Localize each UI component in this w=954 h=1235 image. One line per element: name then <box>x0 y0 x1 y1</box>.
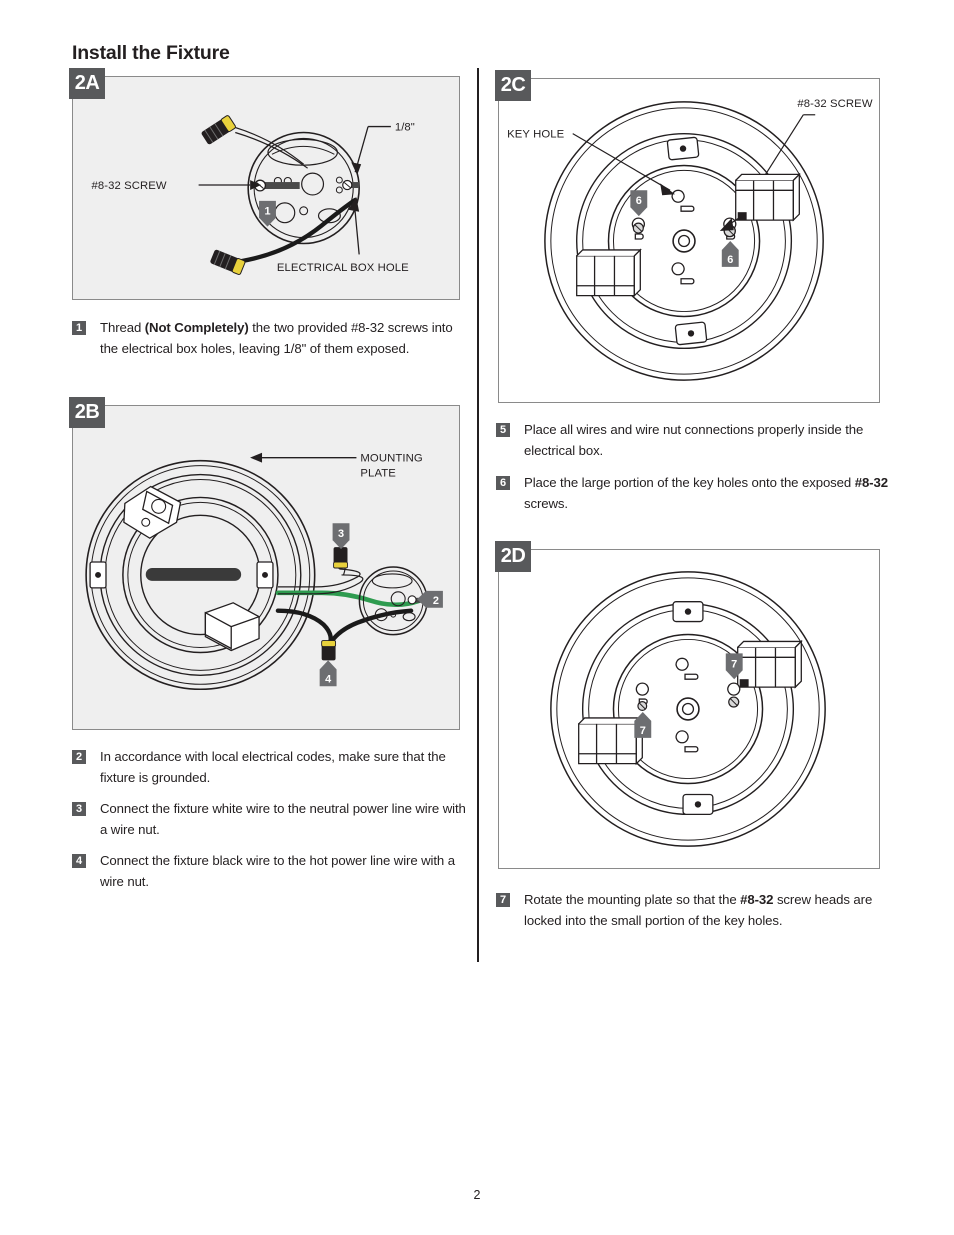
wire-nut-black-2b <box>321 640 337 661</box>
label-box-hole-2a: ELECTRICAL BOX HOLE <box>277 262 409 274</box>
step-5-number: 5 <box>496 423 510 437</box>
step-4: 4 Connect the fixture black wire to the … <box>72 851 467 892</box>
keyhole-screw-left <box>631 217 645 240</box>
wire-nut-black <box>210 249 246 275</box>
callout-4: 4 <box>319 660 337 687</box>
page-number: 2 <box>473 1188 481 1202</box>
step-3-number: 3 <box>72 802 86 816</box>
step-6: 6 Place the large portion of the key hol… <box>496 473 888 514</box>
step-2-number: 2 <box>72 750 86 764</box>
step-5-text: Place all wires and wire nut connections… <box>524 422 864 458</box>
step-7-number: 7 <box>496 893 510 907</box>
panel-2c-diagram: KEY HOLE #8-32 SCREW 6 6 <box>507 98 873 381</box>
svg-text:6: 6 <box>636 195 642 207</box>
callout-2: 2 <box>417 590 443 608</box>
svg-text:7: 7 <box>640 725 646 737</box>
step-1-text: Thread (Not Completely) the two provided… <box>100 320 453 356</box>
keyhole-locked-right <box>727 682 741 708</box>
step-7-text: Rotate the mounting plate so that the #8… <box>524 892 873 928</box>
wire-nut-white <box>201 115 236 145</box>
step-1: 1 Thread (Not Completely) the two provid… <box>72 318 462 359</box>
label-mounting-plate-line2: PLATE <box>360 468 396 480</box>
panel-2a-diagram: #8-32 SCREW 1/8" ELECTRICAL BOX HOLE 1 <box>92 115 415 275</box>
label-screw-2c: #8-32 SCREW <box>797 98 872 110</box>
step-3: 3 Connect the fixture white wire to the … <box>72 799 467 840</box>
label-gap-2a: 1/8" <box>395 122 415 134</box>
svg-text:3: 3 <box>338 528 344 540</box>
step-2: 2 In accordance with local electrical co… <box>72 747 467 788</box>
callout-6-left: 6 <box>630 190 648 217</box>
step-7: 7 Rotate the mounting plate so that the … <box>496 890 888 931</box>
panel-2b: 2B <box>69 397 460 730</box>
callout-6-right: 6 <box>721 240 739 267</box>
screw-left <box>254 179 300 192</box>
svg-text:2: 2 <box>433 595 439 607</box>
callout-1: 1 <box>259 200 276 227</box>
panel-2d-diagram: 7 7 <box>550 571 826 847</box>
panel-2a-badge: 2A <box>69 68 105 99</box>
column-divider <box>477 68 479 962</box>
step-4-number: 4 <box>72 854 86 868</box>
svg-text:7: 7 <box>731 658 737 670</box>
wire-nut-white-2b <box>333 547 348 569</box>
step-1-number: 1 <box>72 321 86 335</box>
svg-text:4: 4 <box>325 673 332 685</box>
step-3-text: Connect the fixture white wire to the ne… <box>100 801 466 837</box>
panel-2b-diagram: MOUNTING PLATE 3 2 4 <box>85 453 443 691</box>
page-title: Install the Fixture <box>72 42 230 64</box>
callout-3: 3 <box>332 523 350 550</box>
panel-2d: 2D <box>495 541 880 869</box>
label-key-hole-2c: KEY HOLE <box>507 129 565 141</box>
panel-2b-badge: 2B <box>69 397 105 428</box>
panel-2c-badge: 2C <box>495 70 531 101</box>
step-5: 5 Place all wires and wire nut connectio… <box>496 420 888 461</box>
label-screw-2a: #8-32 SCREW <box>92 180 167 192</box>
label-mounting-plate-line1: MOUNTING <box>360 453 422 465</box>
step-4-text: Connect the fixture black wire to the ho… <box>100 853 455 889</box>
keyhole-locked-left <box>635 682 649 711</box>
panel-2a: 2A <box>69 68 460 300</box>
panel-2c: 2C <box>495 70 880 403</box>
callout-7-left: 7 <box>634 711 652 738</box>
callout-7-right: 7 <box>725 653 743 680</box>
screw-right <box>342 179 360 191</box>
svg-text:6: 6 <box>727 254 733 266</box>
step-2-text: In accordance with local electrical code… <box>100 749 446 785</box>
step-6-number: 6 <box>496 476 510 490</box>
panel-2d-badge: 2D <box>495 541 531 572</box>
svg-text:1: 1 <box>264 206 270 218</box>
step-6-text: Place the large portion of the key holes… <box>524 475 888 511</box>
